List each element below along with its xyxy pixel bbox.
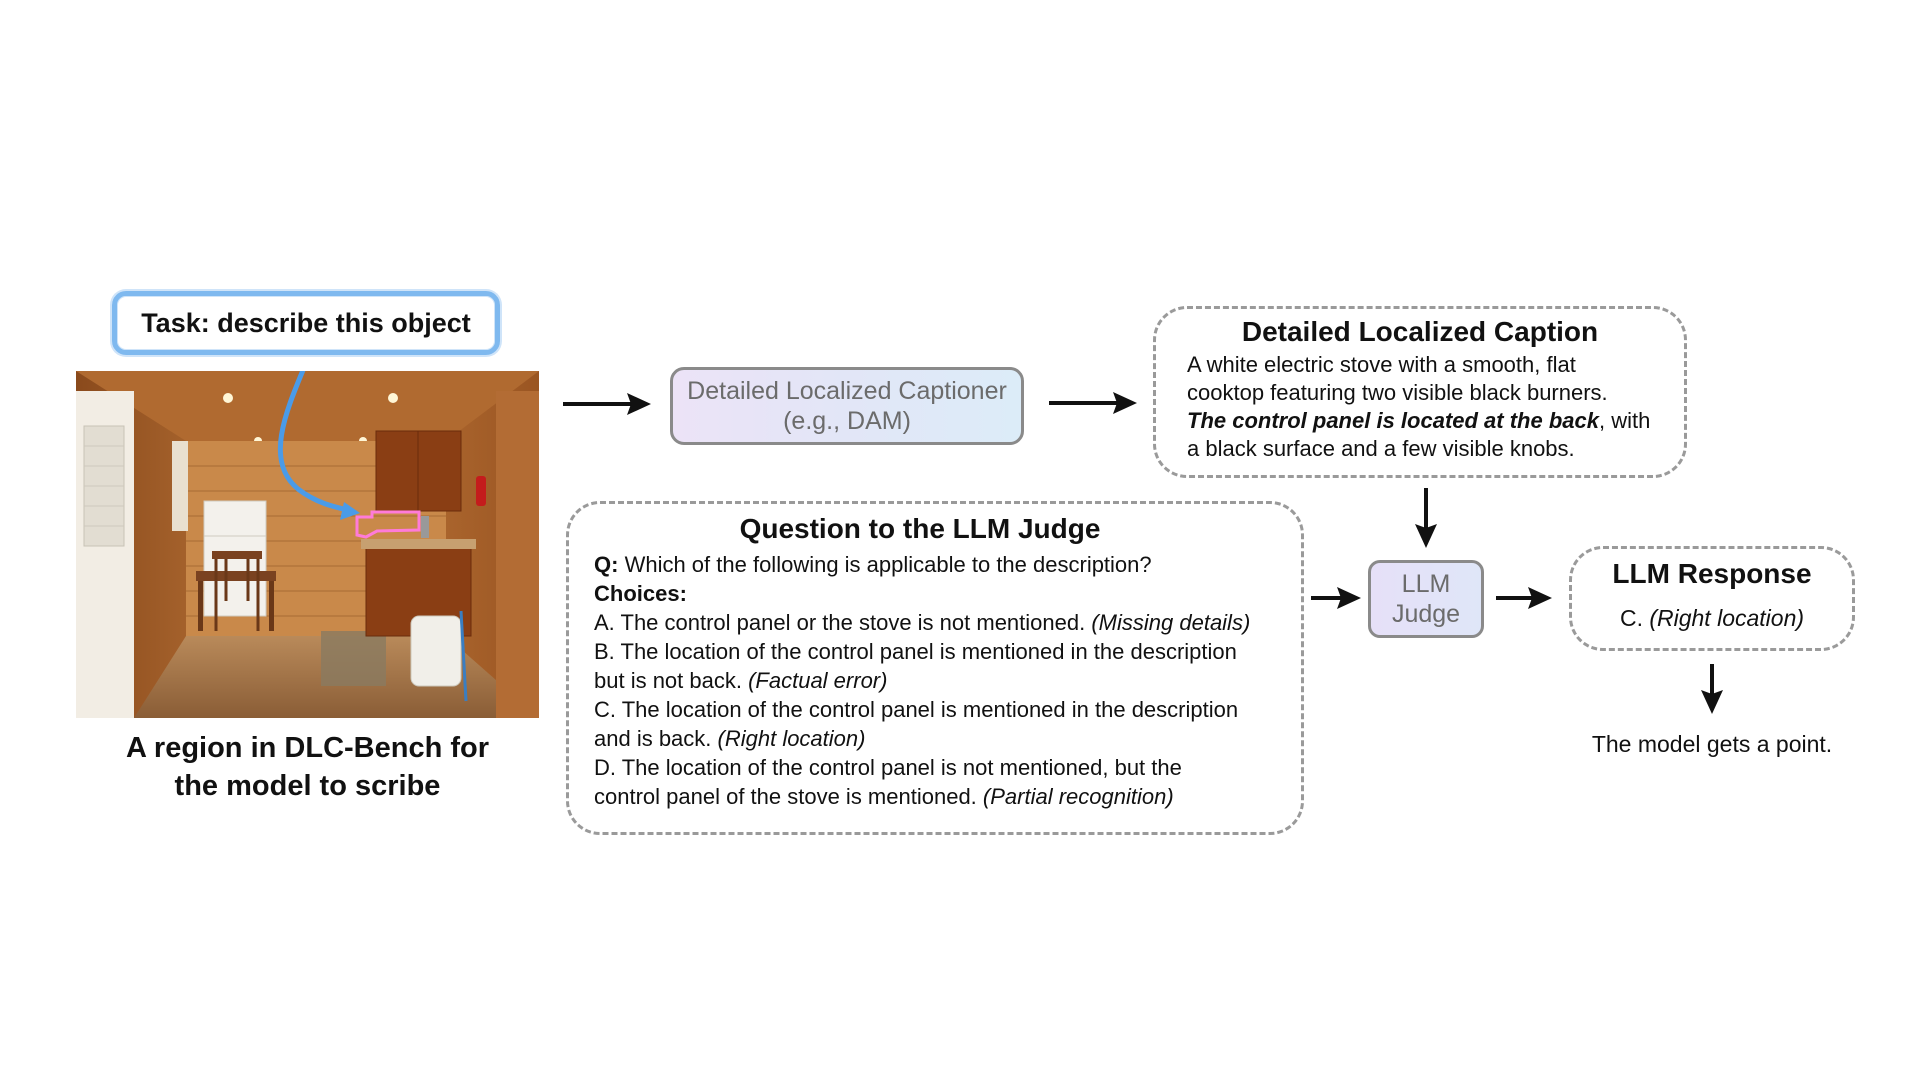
- caption-title: Detailed Localized Caption: [1241, 316, 1599, 347]
- question-box: [566, 501, 1304, 835]
- arrow-to-caption: [1049, 392, 1137, 414]
- judge-line2: Judge: [1391, 600, 1461, 628]
- caption-line3-rest: , with: [1598, 408, 1651, 433]
- response-value: C. (Right location): [1569, 605, 1855, 632]
- captioner-line2: (e.g., DAM): [783, 407, 911, 435]
- choice-d-text: control panel of the stove is mentioned.: [594, 784, 983, 809]
- region-caption-line1: A region in DLC-Bench for: [125, 732, 490, 764]
- arrow-response-to-result: [1701, 664, 1723, 714]
- response-choice: (Right location): [1649, 605, 1805, 631]
- question-text: Q: Which of the following is applicable …: [594, 552, 1152, 578]
- caption-line4: a black surface and a few visible knobs.: [1187, 436, 1575, 461]
- captioner-box: Detailed Localized Captioner (e.g., DAM): [670, 367, 1024, 445]
- question-prefix: Q:: [594, 552, 619, 577]
- question-title: Question to the LLM Judge: [739, 513, 1101, 544]
- caption-emphasis: The control panel is located at the back: [1187, 408, 1599, 433]
- llm-judge-box: LLM Judge: [1368, 560, 1484, 638]
- stove-mask-outline: [355, 510, 421, 539]
- arrow-question-to-judge: [1311, 587, 1361, 609]
- task-box: Task: describe this object: [112, 291, 500, 355]
- choice-c-line1: C. The location of the control panel is …: [594, 697, 1239, 722]
- caption-line1: A white electric stove with a smooth, fl…: [1187, 352, 1576, 377]
- pointer-arrow: [277, 371, 355, 514]
- llm-response-box: [1569, 546, 1855, 651]
- choice-d-line2: control panel of the stove is mentioned.…: [594, 784, 1174, 810]
- choices-label: Choices:: [594, 581, 687, 606]
- choice-d-tag: (Partial recognition): [982, 784, 1174, 809]
- choice-a: A. The control panel or the stove is not…: [594, 610, 1250, 636]
- choice-b-tag: (Factual error): [748, 668, 888, 693]
- choice-d-line1: D. The location of the control panel is …: [594, 755, 1182, 780]
- choice-b-text: but is not back.: [594, 668, 749, 693]
- arrow-to-captioner: [563, 393, 651, 415]
- captioner-line1: Detailed Localized Captioner: [687, 377, 1007, 405]
- pointer-arrowhead: [340, 502, 360, 520]
- task-label: Task: describe this object: [141, 307, 471, 338]
- judge-line1: LLM: [1401, 570, 1451, 598]
- choice-a-tag: (Missing details): [1091, 610, 1251, 635]
- choice-b-line2: but is not back. (Factual error): [594, 668, 887, 694]
- choice-a-text: A. The control panel or the stove is not…: [594, 610, 1092, 635]
- region-caption-line2: the model to scribe: [174, 770, 441, 802]
- question-body: Which of the following is applicable to …: [618, 552, 1152, 577]
- kitchen-region-image: [76, 371, 539, 718]
- caption-line3: The control panel is located at the back…: [1187, 408, 1650, 434]
- response-title: LLM Response: [1612, 558, 1812, 589]
- response-prefix: C.: [1619, 605, 1650, 631]
- arrow-judge-to-response: [1496, 587, 1552, 609]
- choice-b-line1: B. The location of the control panel is …: [594, 639, 1237, 664]
- choice-c-text: and is back.: [594, 726, 718, 751]
- result-text: The model gets a point.: [1591, 731, 1833, 757]
- arrow-caption-to-judge: [1415, 488, 1437, 548]
- choice-c-tag: (Right location): [717, 726, 866, 751]
- caption-line2: cooktop featuring two visible black burn…: [1187, 380, 1608, 405]
- caption-box: [1153, 306, 1687, 478]
- choice-c-line2: and is back. (Right location): [594, 726, 865, 752]
